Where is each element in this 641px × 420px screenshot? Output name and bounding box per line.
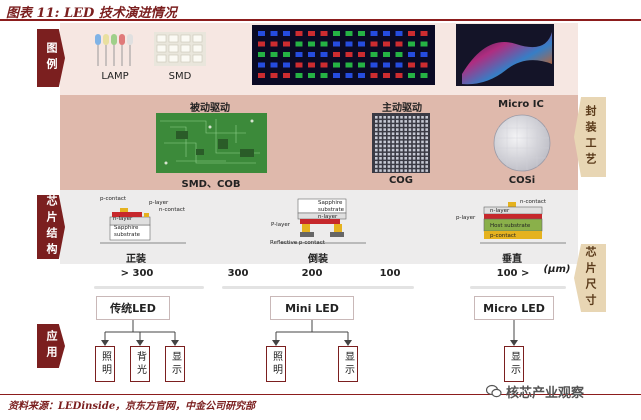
app-micro-display: 显示 — [504, 346, 524, 382]
app-traditional-backlight: 背光 — [130, 346, 150, 382]
app-traditional-display: 显示 — [165, 346, 185, 382]
source-note: 资料来源：LEDinside，京东方官网，中金公司研究部 — [8, 397, 255, 412]
app-mini-lighting: 照明 — [266, 346, 286, 382]
app-mini-display: 显示 — [338, 346, 358, 382]
watermark-text: 核芯产业观察 — [506, 382, 584, 401]
wechat-icon — [486, 383, 502, 397]
app-traditional-lighting: 照明 — [95, 346, 115, 382]
